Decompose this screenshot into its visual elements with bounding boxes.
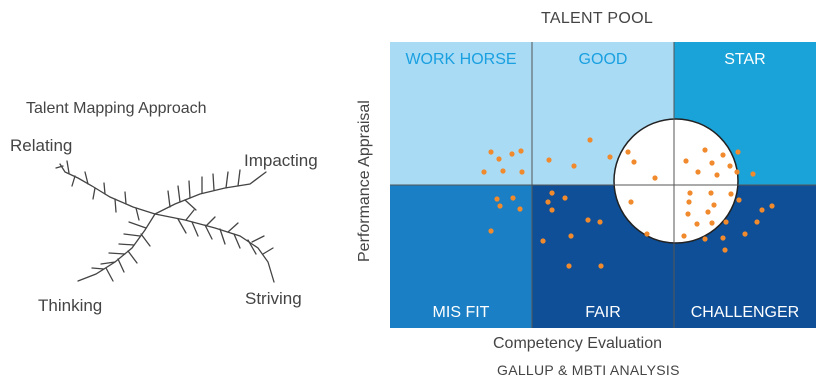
talent-pool-title: TALENT POOL (541, 10, 654, 27)
talent-dot (644, 231, 650, 237)
talent-dot (500, 168, 506, 174)
talent-dot (681, 233, 687, 239)
branch-label-impacting: Impacting (244, 151, 318, 170)
talent-dot (549, 207, 555, 213)
talent-dot (695, 169, 701, 175)
talent-dot (759, 207, 765, 213)
talent-dot (720, 235, 726, 241)
talent-dot (566, 263, 572, 269)
talent-dot (518, 148, 524, 154)
talent-dot (488, 228, 494, 234)
talent-dot (631, 159, 637, 165)
talent-dot (735, 149, 741, 155)
highlight-circle (613, 118, 739, 244)
talent-dot (545, 199, 551, 205)
talent-dot (702, 147, 708, 153)
quadrant-label-star: STAR (724, 51, 765, 68)
talent-dot (736, 197, 742, 203)
talent-dot (607, 154, 613, 160)
branch-label-thinking: Thinking (38, 296, 103, 315)
talent-dot (683, 158, 689, 164)
quadrant-work-horse (390, 42, 532, 185)
talent-dot (517, 206, 523, 212)
talent-dot (723, 219, 729, 225)
quadrant-mis-fit (390, 185, 532, 328)
talent-dot (708, 190, 714, 196)
quadrant-label-good: GOOD (579, 51, 628, 68)
talent-dot (686, 199, 692, 205)
talent-dot (510, 195, 516, 201)
talent-dot (540, 238, 546, 244)
talent-dot (598, 263, 604, 269)
branch-label-relating: Relating (10, 136, 73, 155)
talent-dot (709, 220, 715, 226)
talent-dot (727, 163, 733, 169)
talent-dot (711, 202, 717, 208)
talent-dot (496, 156, 502, 162)
talent-dot (519, 169, 525, 175)
talent-dot (685, 211, 691, 217)
talent-dot (742, 231, 748, 237)
quadrant-label-mis-fit: MIS FIT (433, 304, 490, 321)
talent-dot (714, 172, 720, 178)
x-axis-label: Competency Evaluation (493, 335, 662, 352)
talent-dot (497, 203, 503, 209)
quadrant-label-challenger: CHALLENGER (691, 304, 799, 321)
talent-dot (481, 169, 487, 175)
talent-dot (494, 196, 500, 202)
talent-dot (702, 236, 708, 242)
talent-dot (546, 157, 552, 163)
talent-dot (705, 209, 711, 215)
talent-dot (509, 151, 515, 157)
talent-dot (625, 149, 631, 155)
talent-dot (694, 221, 700, 227)
talent-dot (720, 152, 726, 158)
talent-dot (652, 175, 658, 181)
talent-dot (628, 199, 634, 205)
quadrant-label-work-horse: WORK HORSE (405, 51, 516, 68)
talent-dot (754, 219, 760, 225)
talent-dot (488, 149, 494, 155)
talent-dot (728, 191, 734, 197)
talent-dot (709, 160, 715, 166)
talent-dot (549, 190, 555, 196)
talent-dot (769, 203, 775, 209)
talent-dot (750, 171, 756, 177)
quadrant-label-fair: FAIR (585, 304, 621, 321)
talent-dot (562, 195, 568, 201)
talent-dot (571, 163, 577, 169)
analysis-subtitle: GALLUP & MBTI ANALYSIS (497, 362, 680, 378)
talent-dot (722, 247, 728, 253)
talent-dot (587, 137, 593, 143)
talent-dot (568, 233, 574, 239)
talent-mapping-title: Talent Mapping Approach (26, 100, 207, 117)
branch-label-striving: Striving (245, 289, 302, 308)
talent-dot (734, 169, 740, 175)
talent-dot (585, 217, 591, 223)
talent-dot (687, 190, 693, 196)
talent-dot (597, 219, 603, 225)
